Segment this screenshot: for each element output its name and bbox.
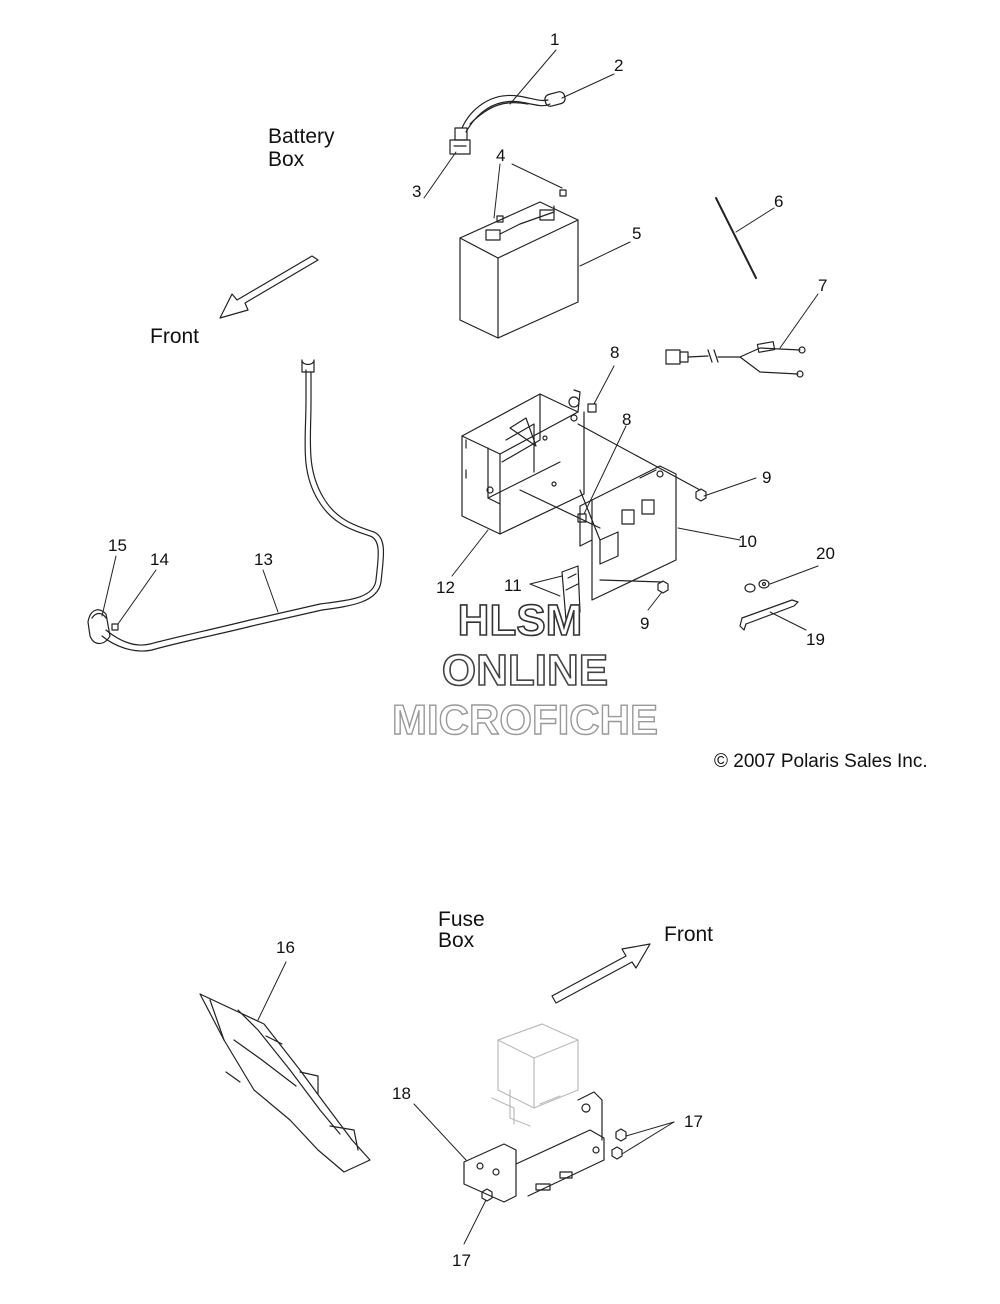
callout-17-right: 17 [684,1112,703,1131]
callout-3: 3 [412,182,422,201]
front-arrow-lower [552,944,650,1003]
callout-16: 16 [276,938,295,957]
callout-20: 20 [816,544,835,563]
battery-cable-harness [450,91,566,154]
callout-9-lower: 9 [640,614,650,633]
callout-6: 6 [774,192,784,211]
heading-fuse-box-line1: Fuse [438,908,485,931]
callout-14: 14 [150,550,169,569]
callout-18: 18 [392,1084,411,1103]
battery-box-cover [580,466,676,600]
callout-17-bottom: 17 [452,1251,471,1270]
battery [460,190,578,338]
copyright-text: © 2007 Polaris Sales Inc. [714,751,928,772]
callout-9-upper: 9 [762,468,772,487]
callout-1: 1 [550,30,560,49]
heading-battery-box-line2: Box [268,148,305,171]
battery-box-tray [462,390,584,534]
callout-5: 5 [632,224,642,243]
callout-13: 13 [254,550,273,569]
cable-tie [716,198,756,278]
watermark-line1: HLSM [457,595,583,646]
callout-15: 15 [108,536,127,555]
callout-10: 10 [738,532,757,551]
assembly-lines [520,424,700,582]
callout-7: 7 [818,276,828,295]
watermark-line3: MICROFICHE [391,695,658,743]
callout-12: 12 [436,578,455,597]
fasteners-upper [578,404,706,593]
callout-2: 2 [614,56,624,75]
fuse-wire-harness [666,342,805,377]
heading-battery-box-line1: Battery [268,125,335,148]
callout-8-upper: 8 [610,343,620,362]
heading-front-upper: Front [150,325,200,348]
callout-8-lower: 8 [622,410,632,429]
callout-19: 19 [806,630,825,649]
lower-side-panel [200,994,370,1172]
callout-11: 11 [504,576,522,595]
latch-pin-and-washers [740,580,798,630]
fuse-box-bracket [464,1092,626,1202]
front-arrow-upper [220,256,318,318]
watermark-line2: ONLINE [441,645,609,696]
heading-fuse-box-line2: Box [438,929,475,952]
callout-leaders [102,50,818,1244]
heading-front-lower: Front [664,923,714,946]
fuse-box-ghost [492,1024,578,1126]
callout-4: 4 [496,146,506,165]
battery-cable-long [88,360,384,651]
bracket-clip [562,566,580,620]
